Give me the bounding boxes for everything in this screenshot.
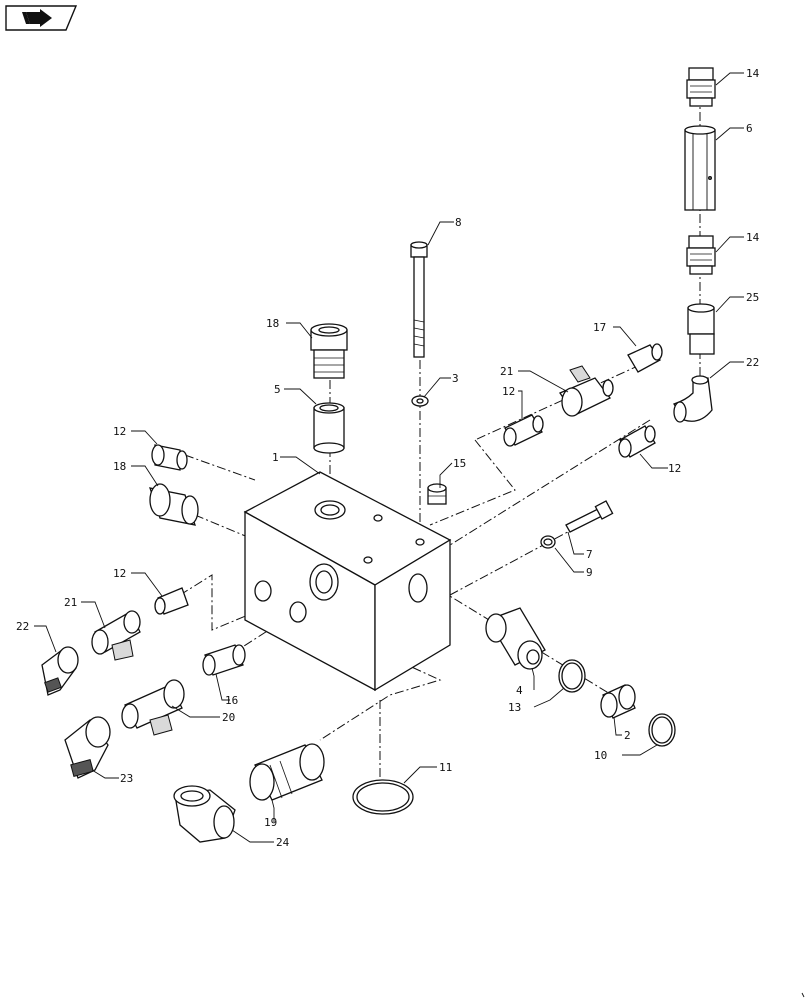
callout-19: 19 — [264, 816, 277, 829]
part-22-right-elbow — [673, 375, 713, 423]
callout-13: 13 — [508, 701, 521, 714]
callout-15: 15 — [453, 457, 466, 470]
callout-16: 16 — [225, 694, 238, 707]
callout-5: 5 — [274, 383, 281, 396]
manifold-block — [243, 471, 452, 692]
leader-lines — [34, 72, 744, 843]
part-14-top — [686, 67, 716, 107]
callout-11: 11 — [439, 761, 452, 774]
callout-14-top: 14 — [746, 67, 760, 80]
callout-18-left: 18 — [113, 460, 126, 473]
callout-9: 9 — [586, 566, 593, 579]
callout-1: 1 — [272, 451, 279, 464]
part-21-left-tee — [91, 610, 141, 661]
callout-21-left: 21 — [64, 596, 77, 609]
part-13-o-ring — [558, 659, 586, 693]
callout-21-top: 21 — [500, 365, 513, 378]
callout-25: 25 — [746, 291, 759, 304]
part-15-plug — [427, 483, 447, 505]
callout-20: 20 — [222, 711, 235, 724]
callout-12-top: 12 — [502, 385, 515, 398]
callout-12-right: 12 — [668, 462, 681, 475]
callout-22-left: 22 — [16, 620, 29, 633]
part-7-sensor — [565, 500, 614, 533]
part-11-o-ring — [352, 779, 414, 815]
part-21-top-tee — [559, 365, 614, 417]
part-12-right-fitting — [618, 425, 656, 458]
part-19-fitting — [249, 743, 325, 801]
part-6-check-valve — [684, 125, 716, 211]
callout-22-right: 22 — [746, 356, 759, 369]
part-23-elbow — [64, 716, 111, 779]
part-20-tee — [121, 679, 185, 736]
callout-2: 2 — [624, 729, 631, 742]
part-12-top-fitting — [503, 414, 544, 447]
part-9-ring — [540, 535, 556, 549]
callout-24: 24 — [276, 836, 290, 849]
callout-17: 17 — [593, 321, 606, 334]
nav-forward-button[interactable] — [5, 5, 78, 31]
callout-12-left: 12 — [113, 425, 126, 438]
part-25 — [687, 303, 715, 355]
callout-10: 10 — [594, 749, 607, 762]
part-22-left-elbow — [41, 646, 79, 696]
part-14-mid — [686, 235, 716, 275]
part-2-plug — [600, 684, 636, 719]
part-8-bolt — [410, 241, 428, 358]
callout-7: 7 — [586, 548, 593, 561]
callout-3: 3 — [452, 372, 459, 385]
callout-18-top: 18 — [266, 317, 279, 330]
part-17-fitting — [627, 343, 663, 373]
part-10-snap-ring — [648, 713, 676, 747]
callout-labels: 14 6 8 14 25 18 17 22 3 21 12 5 12 1 15 … — [16, 67, 760, 849]
callout-6: 6 — [746, 122, 753, 135]
part-3-washer — [411, 395, 429, 407]
callout-23: 23 — [120, 772, 133, 785]
part-4-cartridge — [485, 607, 546, 670]
forward-arrow-icon — [22, 9, 52, 27]
part-16-fitting — [202, 644, 246, 676]
callout-8: 8 — [455, 216, 462, 229]
callout-14-mid: 14 — [746, 231, 760, 244]
part-24-elbow — [173, 785, 236, 843]
part-12-left-fitting — [151, 444, 188, 471]
callout-12-lower: 12 — [113, 567, 126, 580]
part-18-left-fitting — [149, 483, 199, 526]
part-5-sleeve — [313, 402, 345, 454]
part-12-lower-fitting — [154, 587, 189, 615]
callout-4: 4 — [516, 684, 523, 697]
part-18-top-fitting — [310, 323, 348, 379]
